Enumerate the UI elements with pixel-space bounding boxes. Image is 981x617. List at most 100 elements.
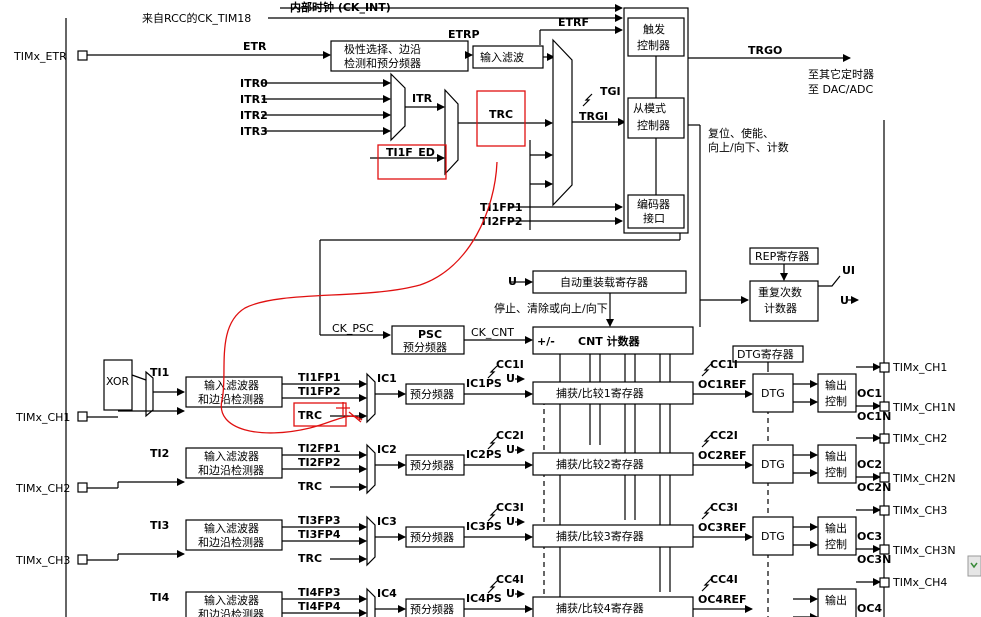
ch1-output-label-1: 输出 bbox=[825, 378, 847, 392]
ch4-occi-arrow bbox=[701, 578, 712, 592]
ch1-ti-label: TI1 bbox=[150, 366, 169, 379]
repetition-counter-label-2: 计数器 bbox=[764, 302, 797, 315]
ui-label: UI bbox=[842, 264, 855, 277]
ch3-u-label: U bbox=[506, 515, 515, 528]
tgi-label: TGI bbox=[600, 85, 621, 98]
ch3-output-control-box bbox=[817, 516, 857, 556]
ch3-fpb-label: TI3FP4 bbox=[298, 528, 341, 541]
trc-highlight-box bbox=[476, 90, 526, 147]
ch2-ic-mux bbox=[366, 443, 376, 495]
ch1-dtg-box bbox=[752, 373, 794, 413]
ch1-output-n-pin bbox=[879, 401, 890, 412]
ch2-output-pin bbox=[879, 433, 890, 444]
ch3-filter-label-1: 输入滤波器 bbox=[204, 521, 259, 535]
ti1fp1-enc-label: TI1FP1 bbox=[480, 201, 522, 214]
ch2-output-n-pin-label: TIMx_CH2N bbox=[892, 472, 956, 485]
ch1-ic-label: IC1 bbox=[377, 372, 397, 385]
ch4-capture-compare-label: 捕获/比较4寄存器 bbox=[556, 601, 644, 615]
ch4-oc-label: OC4 bbox=[857, 602, 882, 615]
psc-prescaler-label: 预分频器 bbox=[403, 340, 447, 354]
ch1-output-pin-label: TIMx_CH1 bbox=[892, 361, 947, 374]
ch3-output-label-2: 控制 bbox=[825, 537, 847, 551]
ch2-capture-compare-label: 捕获/比较2寄存器 bbox=[556, 457, 644, 471]
ch3-dtg-label: DTG bbox=[761, 530, 785, 543]
xor-label: XOR bbox=[106, 375, 129, 388]
ch1-u-label: U bbox=[506, 372, 515, 385]
ch1-filter-label-1: 输入滤波器 bbox=[204, 378, 259, 392]
chevron-down-icon bbox=[970, 562, 978, 569]
ch3-output-label-1: 输出 bbox=[825, 521, 847, 535]
ch2-fpa-label: TI2FP1 bbox=[298, 442, 340, 455]
ch3-oc-label: OC3 bbox=[857, 530, 882, 543]
ch2-output-n-pin bbox=[879, 472, 890, 483]
to-dac-adc-label: 至 DAC/ADC bbox=[808, 83, 873, 96]
ch2-ti-label: TI2 bbox=[150, 447, 169, 460]
ch2-output-label-2: 控制 bbox=[825, 465, 847, 479]
ch4-fpb-label: TI4FP4 bbox=[298, 600, 341, 613]
ck-cnt-label: CK_CNT bbox=[471, 326, 514, 339]
ch3-ti-label: TI3 bbox=[150, 519, 169, 532]
ch1-ocn-label: OC1N bbox=[857, 410, 891, 423]
ch4-icps-label: IC4PS bbox=[466, 592, 502, 605]
ch3-input-label: TIMx_CH3 bbox=[15, 554, 70, 567]
trgi-label: TRGI bbox=[579, 110, 608, 123]
autoreload-label: 自动重装载寄存器 bbox=[560, 275, 648, 289]
rep-register-label: REP寄存器 bbox=[755, 249, 809, 263]
ch3-occi-label: CC3I bbox=[710, 501, 738, 514]
ch3-capture-compare-box bbox=[532, 524, 694, 548]
ch2-capture-compare-box bbox=[532, 452, 694, 476]
ch1-capture-compare-label: 捕获/比较1寄存器 bbox=[556, 386, 644, 400]
ch3-occi-arrow bbox=[701, 506, 712, 520]
autoreload-u-label: U bbox=[508, 275, 517, 288]
itr2-label: ITR2 bbox=[240, 109, 268, 122]
ch1-filter-label-2: 和边沿检测器 bbox=[198, 392, 264, 406]
ch3-ic-label: IC3 bbox=[377, 515, 397, 528]
cnt-counter-label: CNT 计数器 bbox=[578, 334, 641, 348]
encoder-label-2: 接口 bbox=[643, 212, 665, 225]
ch1-fpb-label: TI1FP2 bbox=[298, 385, 340, 398]
ch1-output-n-pin-label: TIMx_CH1N bbox=[892, 401, 956, 414]
ch1-ocref-label: OC1REF bbox=[698, 378, 747, 391]
ch2-icps-label: IC2PS bbox=[466, 448, 502, 461]
ch4-output-pin bbox=[879, 577, 890, 588]
ch2-output-pin-label: TIMx_CH2 bbox=[892, 432, 947, 445]
ch1-input-pin bbox=[77, 411, 88, 422]
trigger-controller-label-1: 触发 bbox=[643, 22, 665, 36]
ch1-output-pin bbox=[879, 362, 890, 373]
ch3-input-pin bbox=[77, 554, 88, 565]
ch4-output-label-1: 输出 bbox=[825, 593, 847, 607]
ch4-cci-label: CC4I bbox=[496, 573, 524, 586]
trc-mux bbox=[444, 88, 459, 176]
repetition-counter-label-1: 重复次数 bbox=[758, 285, 802, 299]
ch3-icps-label: IC3PS bbox=[466, 520, 502, 533]
to-other-timer-label: 至其它定时器 bbox=[808, 67, 874, 81]
ti1f-ed-highlight-box bbox=[377, 144, 447, 180]
encoder-interface-box bbox=[627, 194, 685, 229]
ch1-output-control-box bbox=[817, 373, 857, 413]
reset-enable-label-1: 复位、使能、 bbox=[708, 126, 774, 140]
etr-label: ETR bbox=[243, 40, 267, 53]
ch1-input-filter-box bbox=[185, 376, 283, 408]
ch2-occi-arrow bbox=[701, 434, 712, 448]
ch4-capture-compare-box bbox=[532, 596, 694, 617]
dtg-register-label: DTG寄存器 bbox=[737, 347, 794, 361]
trigger-controller-box bbox=[627, 17, 685, 57]
itr-mux bbox=[390, 72, 406, 142]
cnt-counter-box bbox=[532, 326, 694, 355]
ch2-prescaler-label: 预分频器 bbox=[410, 458, 454, 472]
ti1f-ed-label: TI1F_ED bbox=[386, 146, 435, 159]
counter-plusminus-label: +/- bbox=[537, 335, 555, 348]
ch1-fpa-label: TI1FP1 bbox=[298, 371, 340, 384]
ch3-input-filter-box bbox=[185, 519, 283, 551]
ch2-output-control-box bbox=[817, 444, 857, 484]
ch2-ocn-label: OC2N bbox=[857, 481, 891, 494]
ch2-dtg-label: DTG bbox=[761, 458, 785, 471]
xor-gate-box bbox=[103, 359, 133, 411]
slave-controller-label-2: 控制器 bbox=[637, 118, 670, 132]
ch3-capture-compare-label: 捕获/比较3寄存器 bbox=[556, 529, 644, 543]
ck-int-label: 内部时钟 (CK_INT) bbox=[290, 0, 391, 14]
ch4-u-label: U bbox=[506, 587, 515, 600]
trigger-controller-label-2: 控制器 bbox=[637, 38, 670, 52]
slave-controller-label-1: 从模式 bbox=[633, 102, 666, 115]
ch3-filter-label-2: 和边沿检测器 bbox=[198, 535, 264, 549]
